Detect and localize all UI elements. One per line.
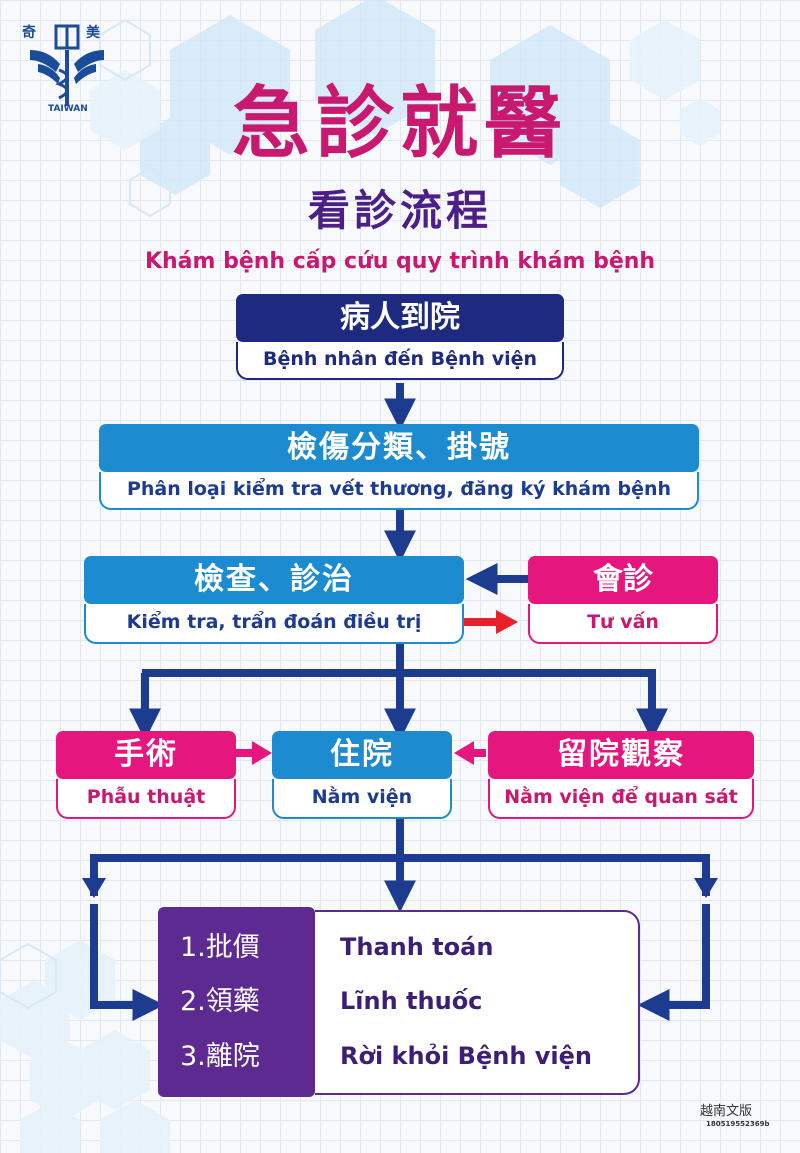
- step-admission-header: 住院: [272, 731, 452, 779]
- vietnamese-title: Khám bệnh cấp cứu quy trình khám bệnh: [144, 249, 656, 274]
- step-admission-subtitle: Nằm viện: [272, 779, 452, 819]
- document-code: 180519552369b: [706, 1120, 770, 1128]
- step-consult-header: 會診: [528, 556, 718, 604]
- step-arrival-subtitle: Bệnh nhân đến Bệnh viện: [236, 342, 564, 380]
- step-observation-header: 留院觀察: [488, 731, 754, 779]
- step-exam-header: 檢查、診治: [84, 556, 464, 604]
- final-step-1-zh: 1.批價: [180, 932, 260, 963]
- hospital-logo: [30, 24, 104, 106]
- final-step-3-vi: Rời khỏi Bệnh viện: [340, 1042, 592, 1070]
- step-consult-subtitle: Tư vấn: [528, 604, 718, 644]
- final-step-3-zh: 3.離院: [180, 1041, 260, 1072]
- step-surgery-header: 手術: [56, 731, 236, 779]
- final-steps-translations-panel: [315, 910, 640, 1095]
- final-step-1-vi: Thanh toán: [340, 933, 494, 961]
- step-arrival-header: 病人到院: [236, 294, 564, 342]
- step-triage-subtitle: Phân loại kiểm tra vết thương, đăng ký k…: [99, 472, 699, 510]
- logo-caption: TAIWAN: [48, 104, 88, 114]
- step-exam-subtitle: Kiểm tra, trẩn đoán điều trị: [84, 604, 464, 644]
- step-surgery-subtitle: Phẫu thuật: [56, 779, 236, 819]
- sub-title: 看診流程: [307, 186, 492, 235]
- main-title: 急診就醫: [231, 79, 568, 169]
- final-steps-panel: [158, 907, 315, 1097]
- step-triage-header: 檢傷分類、掛號: [99, 424, 699, 472]
- final-step-2-zh: 2.領藥: [180, 986, 260, 1017]
- logo-char-left: 奇: [22, 25, 36, 41]
- step-observation-subtitle: Nằm viện để quan sát: [488, 779, 754, 819]
- logo-char-right: 美: [86, 25, 100, 41]
- final-step-2-vi: Lĩnh thuốc: [340, 987, 483, 1015]
- version-label: 越南文版: [700, 1104, 753, 1119]
